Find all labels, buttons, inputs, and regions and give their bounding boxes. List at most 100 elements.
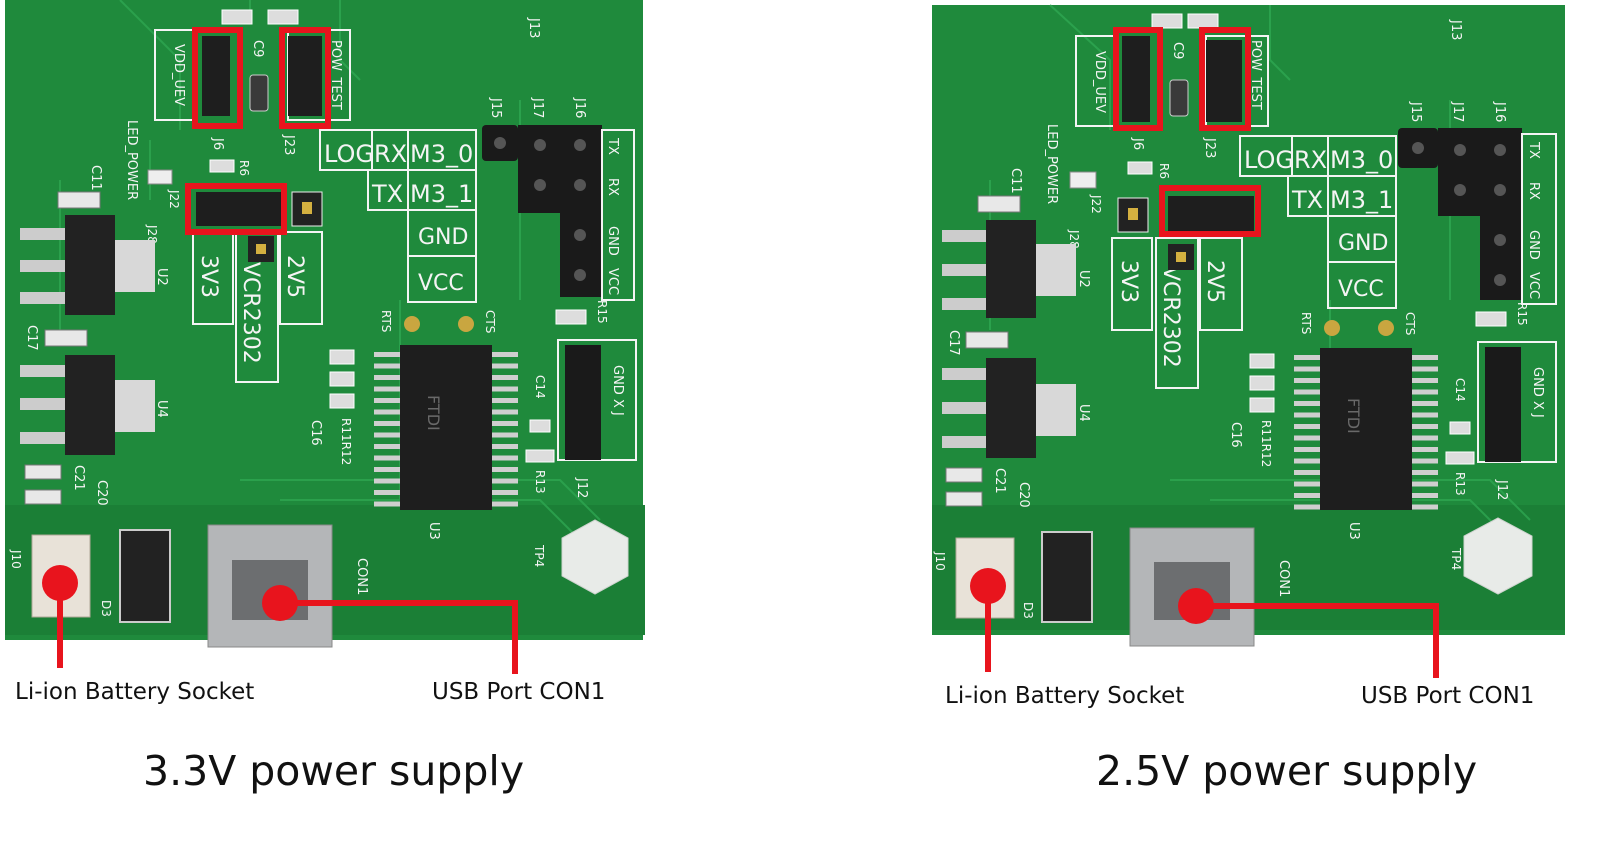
label-cts: CTS [483, 310, 497, 333]
label-j6: J6 [210, 137, 225, 150]
diode-d3 [119, 529, 171, 623]
diode-d3 [1041, 531, 1093, 623]
pin-header-j16 [1398, 128, 1522, 300]
label-j13: J13 [1448, 19, 1463, 40]
uart-select-block [319, 129, 477, 303]
chip-pin [374, 363, 400, 369]
chip-pin [1294, 378, 1320, 383]
label-led-power: LED_POWER [124, 120, 139, 200]
chip-pin [1412, 481, 1438, 487]
chip-pin [1294, 389, 1320, 395]
label-r11-r12: R11R12 [1259, 420, 1273, 467]
label-m3-1: M3_1 [410, 180, 473, 208]
regulator-u4 [942, 358, 1076, 458]
jumper-cap-2v5 [1168, 196, 1254, 232]
label-j28: J28 [145, 224, 159, 244]
chip-pin [374, 386, 400, 392]
label-2v5: 2V5 [1202, 260, 1227, 303]
chip-pin [374, 490, 400, 495]
capacitor-c9 [249, 74, 269, 112]
chip-pin [1294, 447, 1320, 452]
panel-left: VDD_UEV J6 C9 POW_TEST J23 LED_POWER R6 … [0, 0, 660, 843]
label-gnd-x-j: GND X J [1530, 367, 1545, 418]
chip-pin [374, 501, 400, 507]
label-c16: C16 [1228, 422, 1243, 448]
chip-pin [374, 409, 400, 415]
label-vcc-pin: VCC [1526, 272, 1541, 299]
label-li-ion-battery-socket: Li-ion Battery Socket [15, 679, 255, 705]
label-j15: J15 [488, 97, 503, 118]
label-j22: J22 [1089, 194, 1103, 214]
caption-3v3-supply: 3.3V power supply [143, 747, 525, 795]
label-tx: TX [371, 180, 403, 208]
ftdi-chip-u3 [374, 345, 518, 510]
label-u3: U3 [1346, 522, 1361, 540]
label-j22: J22 [167, 189, 181, 209]
label-c14: C14 [1453, 378, 1467, 402]
label-vdd-uev: VDD_UEV [171, 44, 186, 106]
label-log: LOG [1244, 146, 1294, 174]
chip-pin [492, 421, 518, 426]
chip-pin [492, 398, 518, 403]
chip-pin [1412, 470, 1438, 475]
highlight-boxes [1113, 27, 1261, 237]
label-c17: C17 [946, 330, 961, 356]
highlight-j6 [1113, 27, 1163, 131]
label-usb-port-con1: USB Port CON1 [432, 679, 606, 705]
label-usb-port-con1: USB Port CON1 [1361, 683, 1535, 709]
chip-pin [374, 352, 400, 357]
chip-pin [1412, 458, 1438, 464]
capacitor-c11 [57, 191, 101, 209]
label-c9: C9 [250, 40, 265, 57]
chip-pin [1294, 424, 1320, 429]
label-r11-r12: R11R12 [339, 418, 353, 465]
label-c17: C17 [24, 325, 39, 351]
jumper-j23 [1206, 40, 1242, 122]
label-vdd-uev: VDD_UEV [1092, 51, 1107, 113]
highlight-j23 [279, 27, 331, 129]
chip-pin [492, 444, 518, 449]
marker-usb [262, 585, 298, 621]
label-con1: CON1 [354, 558, 369, 595]
label-vcc-pin: VCC [605, 268, 620, 295]
chip-pin [1294, 412, 1320, 418]
label-li-ion-battery-socket: Li-ion Battery Socket [945, 683, 1185, 709]
label-gnd-x-j: GND X J [610, 365, 625, 416]
label-gnd-pin: GND [605, 226, 620, 256]
led-power [1069, 171, 1097, 189]
label-c16: C16 [308, 420, 323, 446]
chip-pin [1294, 401, 1320, 406]
label-ftdi: FTDI [424, 395, 443, 431]
marker-battery [42, 565, 78, 601]
label-gnd: GND [418, 225, 468, 250]
highlight-jumper-2v5 [1159, 185, 1261, 237]
chip-pin [1294, 355, 1320, 360]
jumper-j23 [288, 36, 322, 116]
label-j12: J12 [1494, 479, 1509, 500]
label-j10: J10 [9, 549, 23, 569]
chip-pin [1294, 504, 1320, 510]
label-d3: D3 [1021, 602, 1035, 619]
chip-pin [1412, 424, 1438, 429]
label-led-power: LED_POWER [1044, 124, 1059, 204]
label-gnd: GND [1338, 231, 1388, 256]
label-d3: D3 [99, 600, 113, 617]
pin-header-j12 [565, 345, 601, 460]
chip-pin [1294, 481, 1320, 487]
label-rts: RTS [379, 310, 393, 332]
label-vcr2302: VCR2302 [1158, 266, 1183, 368]
label-3v3: 3V3 [1116, 260, 1141, 303]
label-r15: R15 [595, 300, 609, 324]
chip-pin [1412, 366, 1438, 372]
label-j23: J23 [281, 134, 296, 155]
chip-pin [374, 375, 400, 380]
jumper-cap-3v3 [196, 192, 284, 226]
label-vcr2302: VCR2302 [238, 262, 263, 364]
chip-pin [1294, 493, 1320, 498]
label-rx: RX [1294, 146, 1327, 174]
label-rx-pin: RX [1526, 182, 1541, 200]
standoff-tp4 [561, 519, 629, 595]
label-rts: RTS [1299, 312, 1313, 334]
regulator-u2 [20, 215, 155, 315]
label-c20: C20 [94, 480, 109, 506]
